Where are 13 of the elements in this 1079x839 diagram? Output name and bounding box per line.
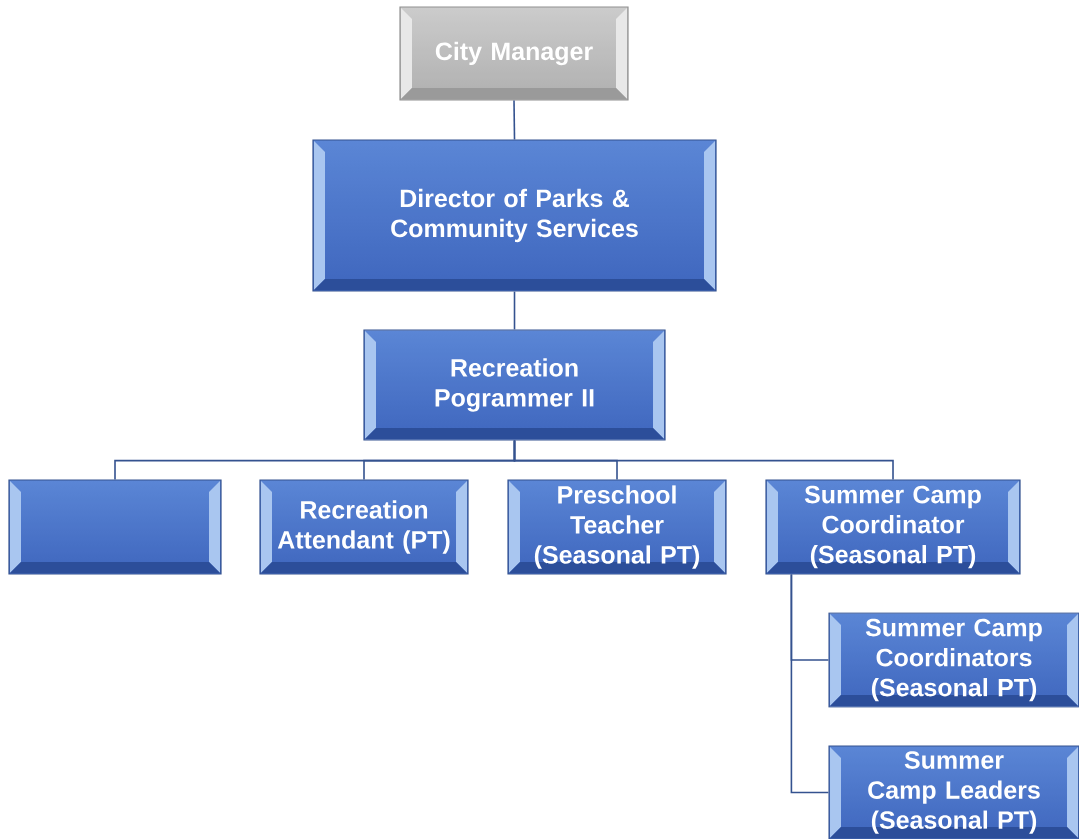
connector-line: [790, 573, 830, 794]
org-box: Summer Camp Leaders (Seasonal PT): [828, 745, 1079, 839]
org-box: Preschool Teacher (Seasonal PT): [507, 479, 727, 575]
org-box: City Manager: [399, 6, 629, 101]
org-box: Director of Parks & Community Services: [312, 139, 717, 292]
connector-line: [513, 99, 516, 141]
connector-line: [513, 290, 516, 331]
org-box: [8, 479, 222, 575]
org-box: Summer Camp Coordinators (Seasonal PT): [828, 612, 1079, 708]
connector-line: [513, 439, 894, 481]
org-box: Recreation Attendant (PT): [259, 479, 469, 575]
org-box: Summer Camp Coordinator (Seasonal PT): [765, 479, 1021, 575]
org-box: Recreation Pogrammer II: [363, 329, 666, 441]
